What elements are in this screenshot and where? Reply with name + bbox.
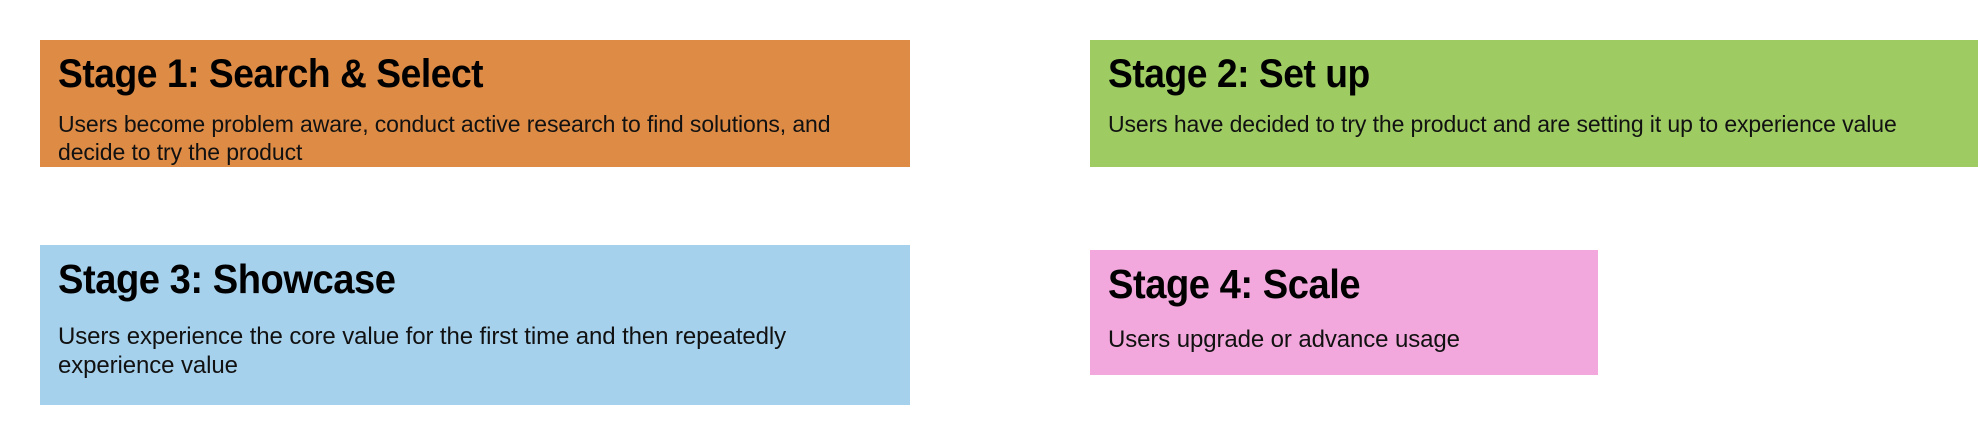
stage-card-title: Stage 4: Scale [1108,261,1361,307]
stage-card-title: Stage 3: Showcase [58,256,396,302]
stage-card-stage-2[interactable]: Stage 2: Set up Users have decided to tr… [1090,40,1978,167]
stage-card-description: Users experience the core value for the … [58,323,787,380]
stage-card-description: Users have decided to try the product an… [1108,111,1897,137]
stage-card-stage-3[interactable]: Stage 3: Showcase Users experience the c… [40,245,910,405]
stage-card-stage-1[interactable]: Stage 1: Search & Select Users become pr… [40,40,910,167]
stage-card-title: Stage 2: Set up [1108,52,1370,96]
stage-card-stage-4[interactable]: Stage 4: Scale Users upgrade or advance … [1090,250,1598,375]
stage-card-title: Stage 1: Search & Select [58,52,484,96]
stage-card-description: Users upgrade or advance usage [1108,326,1460,353]
stage-card-description: Users become problem aware, conduct acti… [58,111,831,166]
